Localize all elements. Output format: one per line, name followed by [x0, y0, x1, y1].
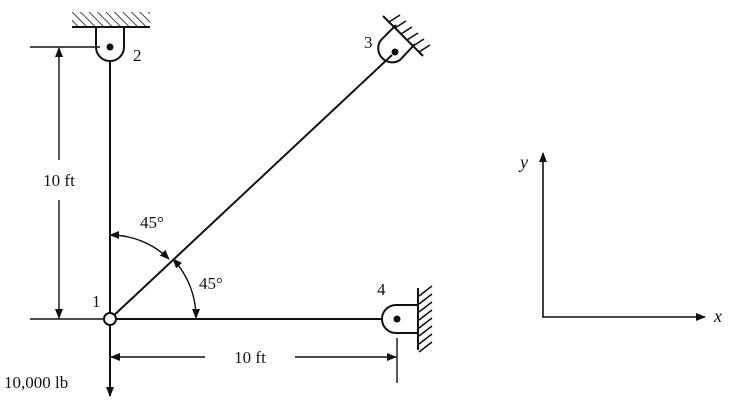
member-1-3	[109, 54, 393, 320]
node-label-1: 1	[92, 292, 101, 311]
coordinate-axes: y x	[518, 152, 722, 326]
support-node-2	[72, 12, 150, 62]
pin-clevis-4	[381, 304, 418, 334]
angle-arc-horizontal	[172, 258, 201, 319]
load-label: 10,000 lb	[4, 373, 68, 392]
angle-label-vertical: 45°	[140, 213, 164, 232]
pin-clevis-2	[95, 27, 125, 62]
pin-2	[106, 43, 114, 51]
applied-load: 10,000 lb	[4, 326, 114, 397]
angle-arc-vertical	[109, 230, 170, 260]
node-label-3: 3	[364, 33, 373, 52]
support-node-4	[381, 285, 433, 353]
node-1-joint	[103, 312, 117, 326]
vertical-dim-label: 10 ft	[43, 171, 75, 190]
node-label-4: 4	[377, 280, 386, 299]
horizontal-dimension: 10 ft	[109, 326, 398, 383]
pin-3	[391, 48, 399, 56]
angle-from-vertical: 45°	[109, 213, 170, 260]
pin-4	[393, 315, 401, 323]
pin-clevis-3	[377, 24, 416, 64]
wall-hatch-top	[72, 12, 150, 26]
wall-hatch-right	[418, 285, 433, 353]
angle-label-horizontal: 45°	[199, 274, 223, 293]
wall-line-3	[382, 15, 424, 57]
wall-hatch-3	[388, 14, 431, 53]
node-label-2: 2	[133, 46, 142, 65]
vertical-dimension: 10 ft	[30, 46, 100, 319]
y-axis-label: y	[518, 152, 528, 172]
support-node-3	[377, 14, 431, 64]
angle-from-horizontal: 45°	[172, 258, 223, 319]
x-axis-label: x	[713, 306, 722, 326]
horizontal-dim-label: 10 ft	[234, 348, 266, 367]
